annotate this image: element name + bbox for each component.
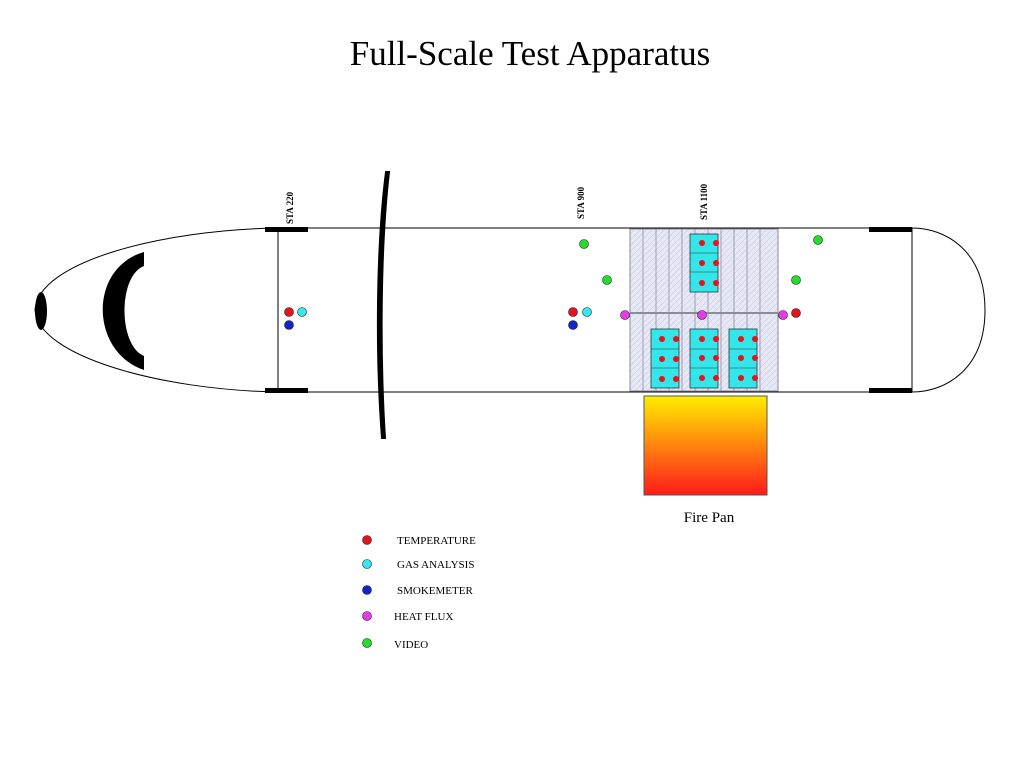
legend-swatch	[362, 535, 372, 545]
legend-item-smokemeter: SMOKEMETER	[362, 585, 473, 597]
video-camera	[579, 239, 589, 249]
seat-temperature-sensor	[713, 280, 719, 286]
door-marker	[265, 227, 308, 232]
legend-swatch	[362, 638, 372, 648]
separation-wall	[376, 171, 391, 439]
legend-swatch	[362, 611, 372, 621]
seat-temperature-sensor	[673, 336, 679, 342]
seat-temperature-sensor	[713, 336, 719, 342]
temperature-sensor	[568, 307, 578, 317]
legend-label: HEAT FLUX	[394, 611, 453, 623]
seat-temperature-sensor	[713, 375, 719, 381]
temperature-sensor	[791, 308, 801, 318]
nose-tip	[35, 292, 47, 330]
door-marker	[265, 388, 308, 393]
fuselage	[34, 171, 986, 439]
instrument-markers	[284, 235, 823, 382]
seat-temperature-sensor	[699, 240, 705, 246]
fuselage-tail	[911, 227, 986, 393]
seat-temperature-sensor	[752, 355, 758, 361]
video-camera	[602, 275, 612, 285]
gas-analysis-sensor	[582, 307, 592, 317]
cabin-test-section	[629, 228, 779, 392]
seat-temperature-sensor	[659, 376, 665, 382]
seat-temperature-sensor	[699, 336, 705, 342]
seat-temperature-sensor	[699, 280, 705, 286]
legend-item-heat-flux: HEAT FLUX	[362, 611, 453, 623]
heat-flux-sensor	[778, 310, 788, 320]
seat-temperature-sensor	[752, 375, 758, 381]
seat-temperature-sensor	[659, 356, 665, 362]
heat-flux-sensor	[620, 310, 630, 320]
seat-temperature-sensor	[713, 355, 719, 361]
legend-label: SMOKEMETER	[397, 585, 473, 597]
gas-analysis-sensor	[297, 307, 307, 317]
fire-pan-label: Fire Pan	[684, 510, 735, 526]
seat-temperature-sensor	[659, 336, 665, 342]
smokemeter-sensor	[568, 320, 578, 330]
video-camera	[813, 235, 823, 245]
seat-temperature-sensor	[699, 260, 705, 266]
page-title: Full-Scale Test Apparatus	[349, 34, 711, 73]
legend-item-video: VIDEO	[362, 638, 428, 651]
temperature-sensor	[284, 307, 294, 317]
heat-flux-sensor	[697, 310, 707, 320]
video-camera	[791, 275, 801, 285]
station-label-sta900: STA 900	[576, 186, 586, 219]
seat-temperature-sensor	[713, 260, 719, 266]
seat-temperature-sensor	[699, 355, 705, 361]
smokemeter-sensor	[284, 320, 294, 330]
legend-label: VIDEO	[394, 639, 428, 651]
fuselage-nose	[34, 227, 279, 393]
fire-pan	[643, 395, 768, 496]
cockpit-arc	[102, 252, 144, 370]
station-label-sta220: STA 220	[285, 191, 295, 224]
legend-label: TEMPERATURE	[397, 535, 476, 547]
legend: TEMPERATURE GAS ANALYSIS SMOKEMETER HEAT…	[362, 535, 476, 651]
legend-label: GAS ANALYSIS	[397, 559, 474, 571]
legend-swatch	[362, 559, 372, 569]
legend-item-temperature: TEMPERATURE	[362, 535, 476, 547]
legend-item-gas-analysis: GAS ANALYSIS	[362, 559, 474, 571]
seat-temperature-sensor	[673, 356, 679, 362]
station-label-sta1100: STA 1100	[699, 183, 709, 220]
seat-temperature-sensor	[699, 375, 705, 381]
door-marker	[869, 227, 912, 232]
seat-temperature-sensor	[752, 336, 758, 342]
seat-temperature-sensor	[738, 355, 744, 361]
legend-swatch	[362, 585, 372, 595]
seat-temperature-sensor	[738, 336, 744, 342]
door-marker	[869, 388, 912, 393]
seat-temperature-sensor	[738, 375, 744, 381]
seat-temperature-sensor	[673, 376, 679, 382]
seat-temperature-sensor	[713, 240, 719, 246]
